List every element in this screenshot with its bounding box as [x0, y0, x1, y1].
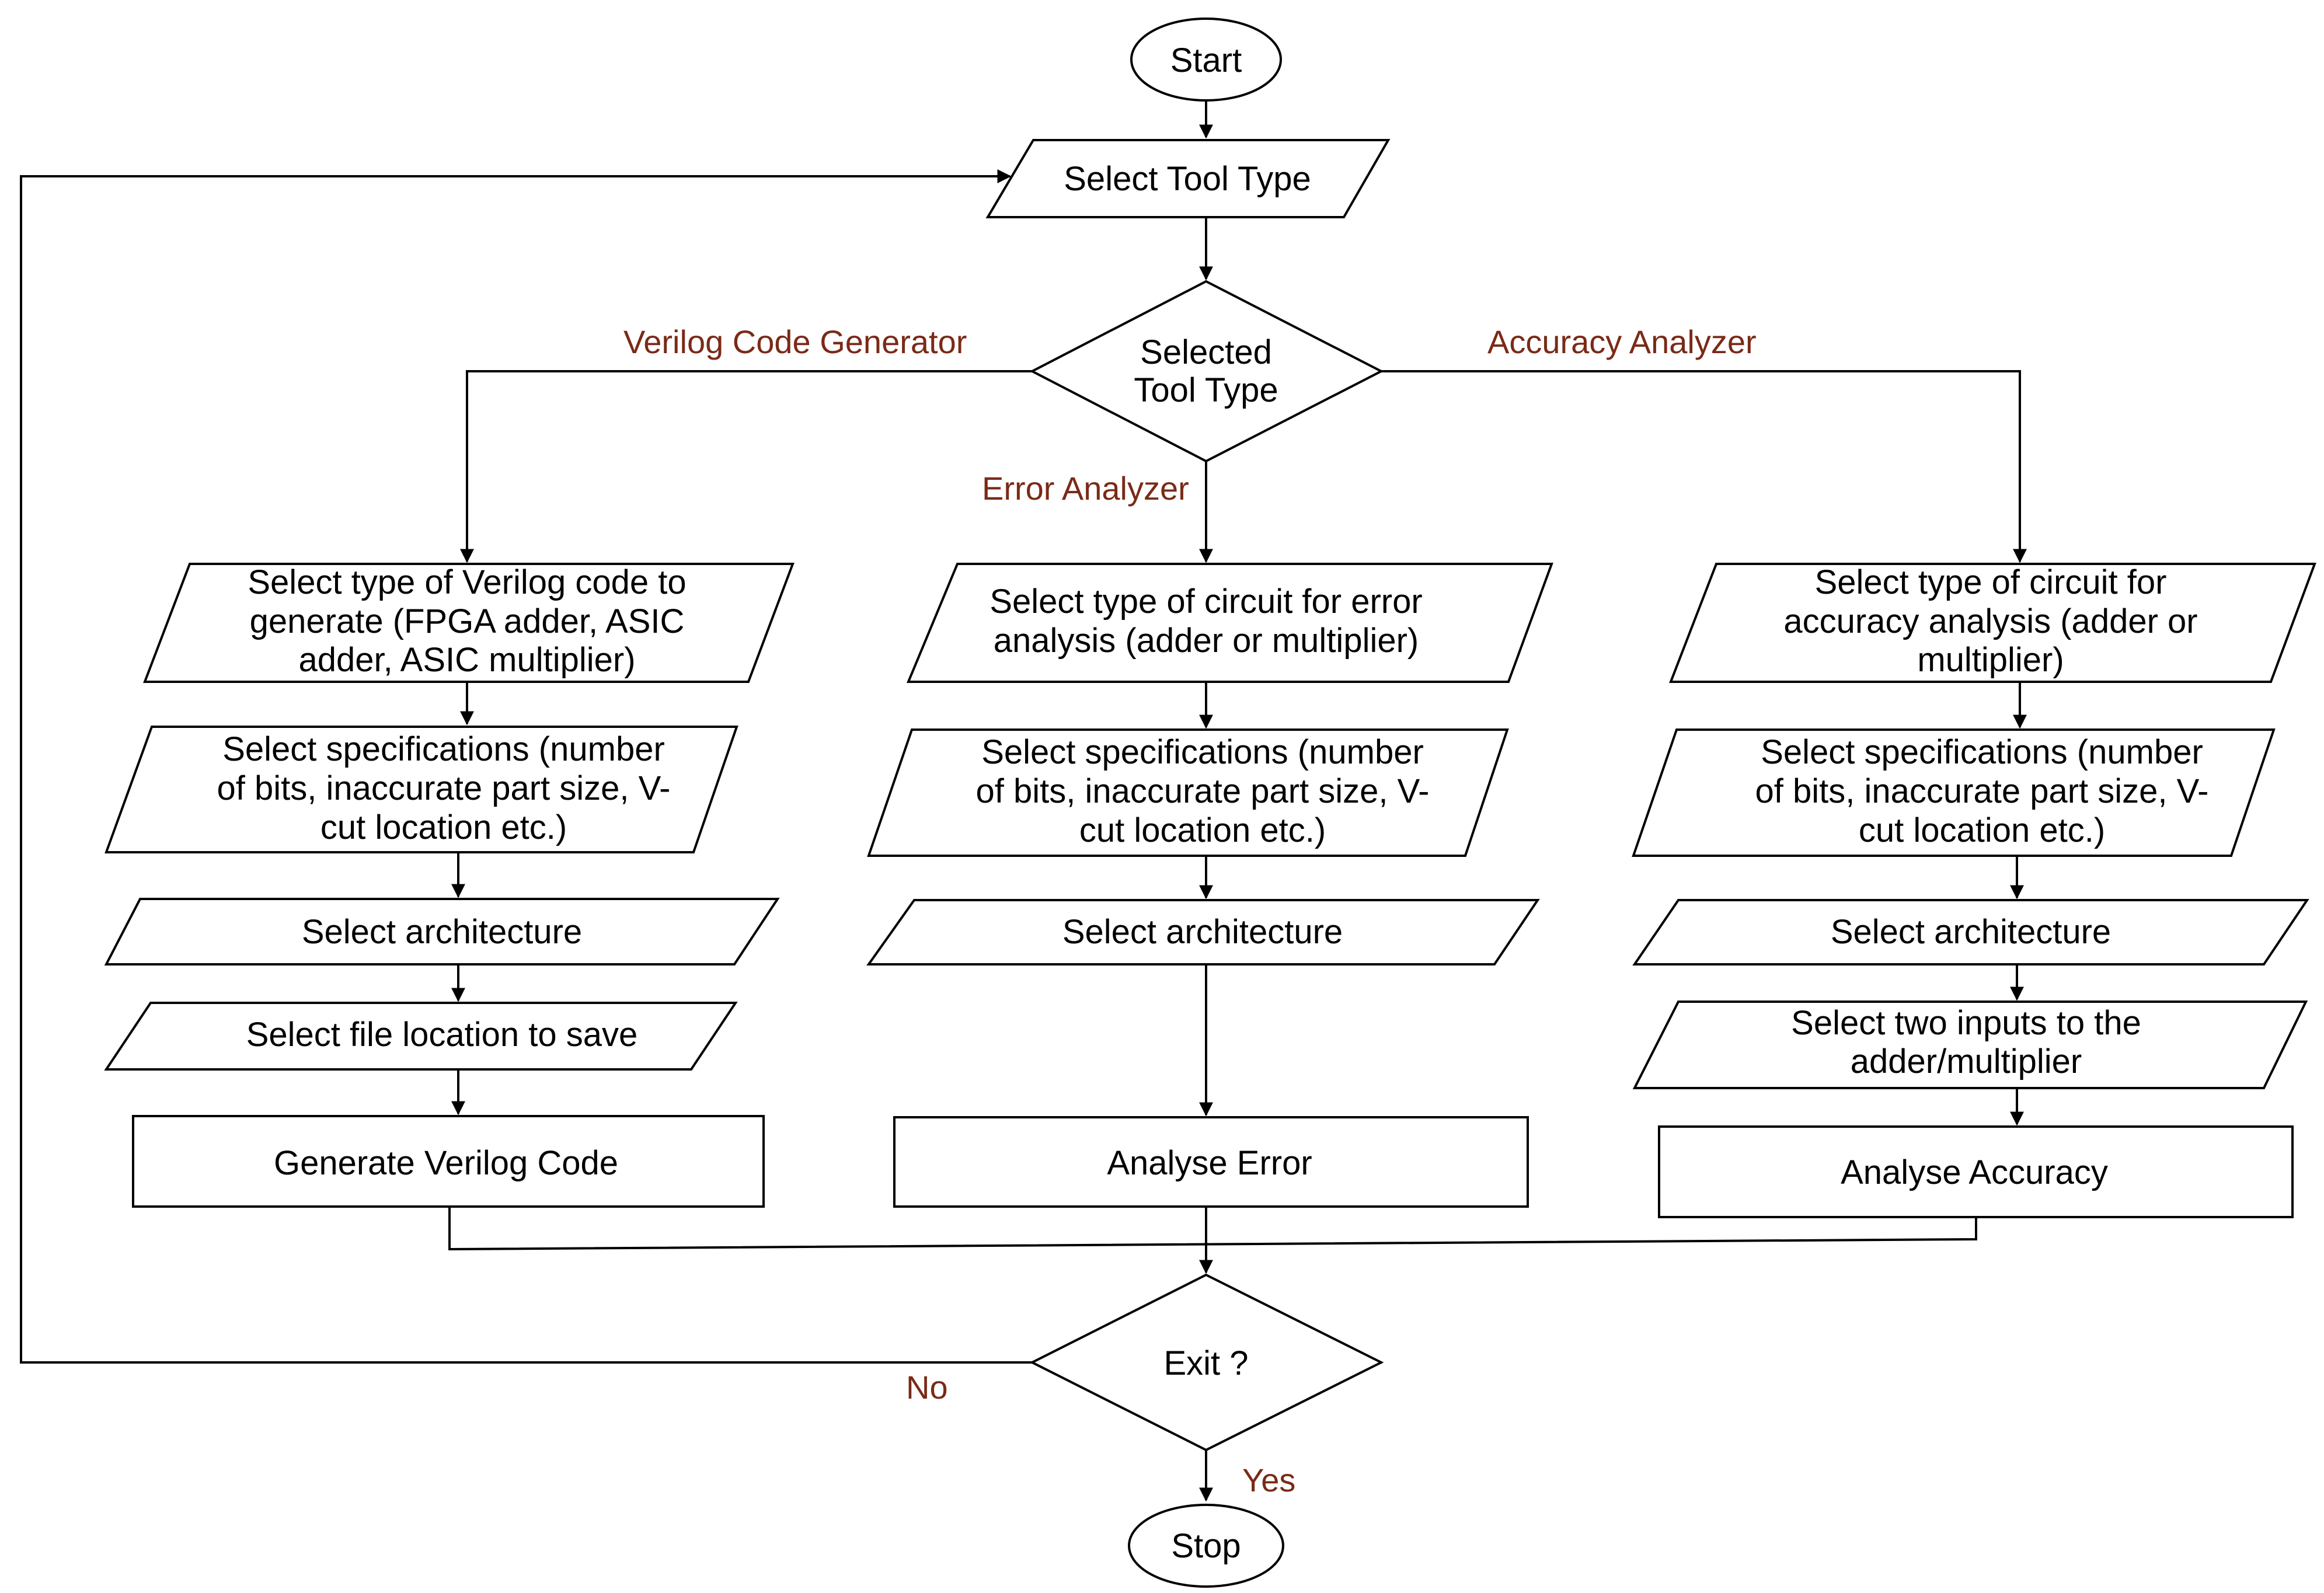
accuracy-inputs-input: Select two inputs to the adder/multiplie…: [1632, 1001, 2308, 1089]
verilog-spec-input: Select specifications (number of bits, i…: [104, 726, 738, 853]
edge-label-error: Error Analyzer: [982, 470, 1189, 507]
accuracy-spec-line-1: Select specifications (number: [1761, 733, 2203, 771]
generate-verilog-label: Generate Verilog Code: [274, 1144, 618, 1182]
error-type-line-2: analysis (adder or multiplier): [994, 622, 1419, 660]
select-tool-type-label: Select Tool Type: [1064, 160, 1311, 198]
accuracy-spec-input: Select specifications (number of bits, i…: [1632, 728, 2276, 857]
exit-decision-label: Exit ?: [1163, 1344, 1248, 1382]
verilog-spec-line-2: of bits, inaccurate part size, V-: [217, 769, 671, 807]
stop-terminal: Stop: [1128, 1504, 1284, 1588]
generate-verilog-process: Generate Verilog Code: [132, 1115, 765, 1208]
verilog-type-line-3: adder, ASIC multiplier): [298, 641, 635, 679]
verilog-arch-input: Select architecture: [104, 898, 780, 965]
edge-label-verilog: Verilog Code Generator: [623, 323, 967, 360]
exit-decision: Exit ?: [1029, 1273, 1384, 1452]
error-arch-input: Select architecture: [866, 899, 1540, 965]
accuracy-type-line-3: multiplier): [1917, 641, 2064, 679]
verilog-file-input: Select file location to save: [104, 1002, 738, 1071]
accuracy-arch-label: Select architecture: [1831, 913, 2111, 951]
selected-tool-type-decision: Selected Tool Type: [1029, 280, 1384, 463]
verilog-spec-line-1: Select specifications (number: [222, 730, 665, 768]
error-type-input: Select type of circuit for error analysi…: [907, 563, 1553, 683]
accuracy-inputs-line-1: Select two inputs to the: [1791, 1004, 2141, 1042]
error-type-line-1: Select type of circuit for error: [989, 583, 1422, 621]
decision-tool-line-1: Selected: [1140, 333, 1272, 371]
accuracy-spec-line-2: of bits, inaccurate part size, V-: [1755, 772, 2209, 810]
analyse-error-process: Analyse Error: [893, 1116, 1529, 1208]
stop-label: Stop: [1171, 1527, 1241, 1565]
accuracy-type-line-2: accuracy analysis (adder or: [1783, 602, 2197, 640]
analyse-error-label: Analyse Error: [1107, 1144, 1312, 1182]
edge-to-accuracy-branch: [1381, 370, 2027, 563]
analyse-accuracy-label: Analyse Accuracy: [1841, 1153, 2108, 1191]
analyse-accuracy-process: Analyse Accuracy: [1658, 1125, 2294, 1218]
accuracy-inputs-line-2: adder/multiplier: [1851, 1043, 2082, 1080]
verilog-type-line-2: generate (FPGA adder, ASIC: [250, 602, 685, 640]
accuracy-type-line-1: Select type of circuit for: [1815, 563, 2167, 601]
select-tool-type-input: Select Tool Type: [985, 139, 1391, 218]
verilog-spec-line-3: cut location etc.): [320, 808, 567, 846]
start-label: Start: [1170, 41, 1242, 79]
edge-to-verilog-branch: [460, 370, 1032, 563]
start-terminal: Start: [1130, 18, 1282, 102]
verilog-arch-label: Select architecture: [302, 913, 582, 951]
accuracy-type-input: Select type of circuit for accuracy anal…: [1669, 563, 2316, 683]
error-arch-label: Select architecture: [1062, 913, 1343, 951]
error-spec-line-1: Select specifications (number: [981, 733, 1424, 771]
accuracy-spec-line-3: cut location etc.): [1859, 811, 2105, 849]
edge-label-accuracy: Accuracy Analyzer: [1487, 323, 1757, 360]
edge-label-yes: Yes: [1242, 1462, 1295, 1498]
verilog-type-line-1: Select type of Verilog code to: [248, 563, 686, 601]
edge-label-no: No: [906, 1369, 948, 1406]
verilog-type-input: Select type of Verilog code to generate …: [143, 563, 795, 683]
error-spec-input: Select specifications (number of bits, i…: [867, 728, 1509, 857]
verilog-file-label: Select file location to save: [246, 1016, 638, 1054]
edge-merge-line: [448, 1207, 1977, 1251]
decision-tool-line-2: Tool Type: [1134, 371, 1278, 409]
accuracy-arch-input: Select architecture: [1632, 899, 2309, 965]
error-spec-line-2: of bits, inaccurate part size, V-: [976, 772, 1430, 810]
edge-no-loop-back: [20, 169, 1032, 1364]
error-spec-line-3: cut location etc.): [1079, 811, 1326, 849]
